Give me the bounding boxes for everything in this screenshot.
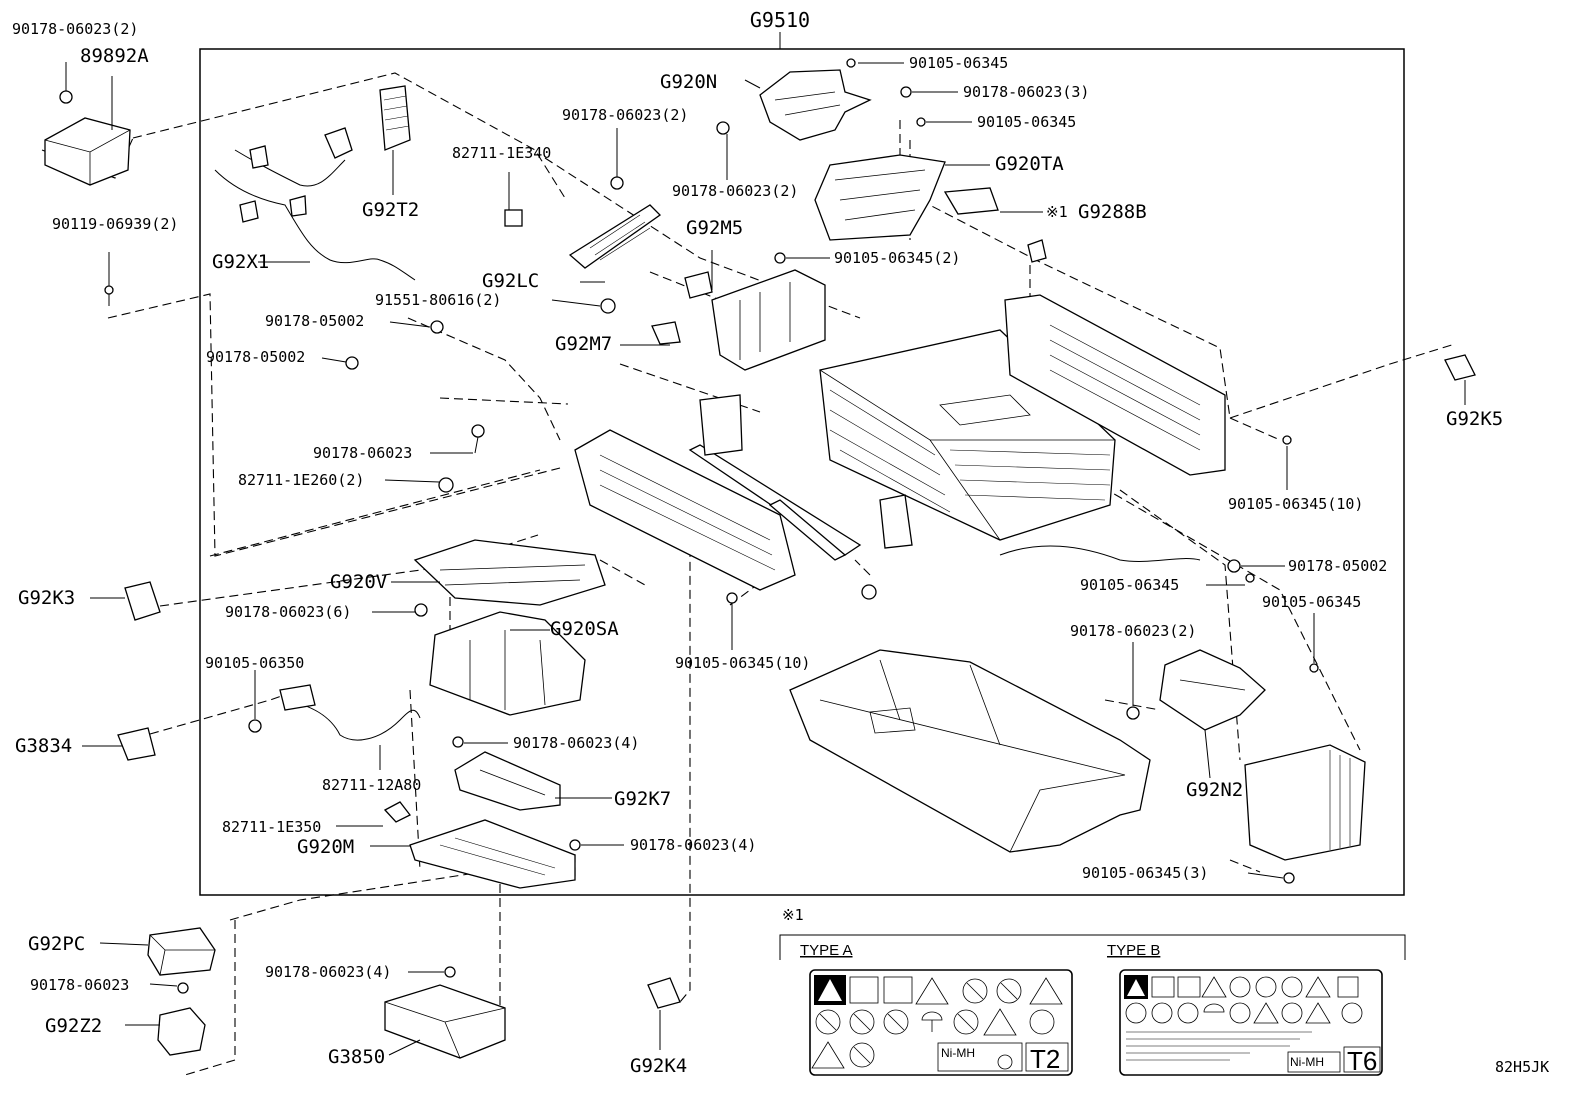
label-90178-05002-a: 90178-05002 bbox=[265, 312, 364, 330]
type-b-card bbox=[1119, 969, 1383, 1076]
nut-91551-icon bbox=[600, 298, 616, 314]
label-nut-2-top: 90178-06023(2) bbox=[562, 106, 688, 124]
bracket-g3834 bbox=[117, 684, 421, 761]
label-82711-12a80: 82711-12A80 bbox=[322, 776, 421, 794]
plate-g920m bbox=[409, 819, 576, 889]
type-b-code: T6 bbox=[1347, 1046, 1377, 1076]
connector-g92t2 bbox=[379, 85, 411, 151]
warning-label-legend: ※1 TYPE A TYPE B Ni-MH T bbox=[779, 906, 1406, 1076]
label-g92t2: G92T2 bbox=[362, 199, 419, 221]
label-g9288b bbox=[943, 187, 999, 215]
label-90105-06345-r1: 90105-06345 bbox=[1080, 576, 1179, 594]
type-a-symbols bbox=[811, 975, 1063, 1069]
label-90105-06345-2: 90105-06345(2) bbox=[834, 249, 960, 267]
label-90105-06345-10-right: 90105-06345(10) bbox=[1228, 495, 1363, 513]
label-90178-06023-bottom: 90178-06023 bbox=[30, 976, 129, 994]
end-plate-right bbox=[1004, 239, 1226, 476]
label-82711-1e260: 82711-1E260(2) bbox=[238, 471, 364, 489]
label-g92k7: G92K7 bbox=[614, 788, 671, 810]
label-g92n2: G92N2 bbox=[1186, 779, 1243, 801]
label-g920sa: G920SA bbox=[550, 618, 619, 640]
label-90178-06023-single: 90178-06023 bbox=[313, 444, 412, 462]
label-g920n: G920N bbox=[660, 71, 717, 93]
label-90105-06345-r2: 90105-06345 bbox=[1262, 593, 1361, 611]
label-g92lc: G92LC bbox=[482, 270, 539, 292]
label-g3850: G3850 bbox=[328, 1046, 385, 1068]
wire-harness-g92x1 bbox=[214, 127, 416, 281]
label-82711-1e350: 82711-1E350 bbox=[222, 818, 321, 836]
bracket-g92m5 bbox=[684, 269, 826, 371]
label-g920v: G920V bbox=[330, 571, 387, 593]
label-90105-06345-10-center: 90105-06345(10) bbox=[675, 654, 810, 672]
plate-g92m7 bbox=[651, 321, 681, 345]
assembly-title: G9510 bbox=[750, 8, 810, 32]
legend-type-b: TYPE B bbox=[1107, 942, 1160, 959]
bracket-g92k3 bbox=[124, 581, 161, 621]
label-91551-80616: 91551-80616(2) bbox=[375, 291, 501, 309]
label-g92pc: G92PC bbox=[28, 933, 85, 955]
relay-g92pc bbox=[147, 927, 216, 976]
ecu-box-89892a bbox=[44, 90, 131, 186]
bracket-right-lower bbox=[1244, 744, 1366, 861]
bracket-g920sa bbox=[429, 611, 586, 716]
label-90105-06350: 90105-06350 bbox=[205, 654, 304, 672]
label-g9288b: G9288B bbox=[1078, 201, 1147, 223]
type-a-chem: Ni-MH bbox=[941, 1046, 975, 1060]
end-plate-left bbox=[574, 394, 913, 591]
figure-code: 82H5JK bbox=[1495, 1058, 1549, 1076]
label-89892a: 89892A bbox=[80, 45, 149, 67]
label-90178-06023-4-b: 90178-06023(4) bbox=[630, 836, 756, 854]
assembly-frame bbox=[199, 48, 1405, 896]
bracket-g92k7 bbox=[454, 751, 561, 811]
label-g92k5: G92K5 bbox=[1446, 408, 1503, 430]
label-82711-1e340: 82711-1E340 bbox=[452, 144, 551, 162]
label-g92k3: G92K3 bbox=[18, 587, 75, 609]
bracket-g92k4 bbox=[647, 977, 681, 1009]
type-b-symbols bbox=[1124, 975, 1363, 1061]
label-g920ta: G920TA bbox=[995, 153, 1064, 175]
label-90178-06023-4-a: 90178-06023(4) bbox=[513, 734, 639, 752]
label-top-left-washer: 90178-06023(2) bbox=[12, 20, 138, 38]
sensor-g92z2 bbox=[157, 982, 206, 1056]
label-90178-05002-right: 90178-05002 bbox=[1288, 557, 1387, 575]
bracket-g920ta bbox=[814, 154, 946, 241]
clip-82711-1e350-icon bbox=[383, 801, 411, 823]
lower-tray bbox=[789, 649, 1151, 853]
note-mark: ※1 bbox=[1046, 203, 1068, 221]
label-90105-06345-mid: 90105-06345 bbox=[977, 113, 1076, 131]
fasteners bbox=[104, 58, 1319, 884]
legend-type-a: TYPE A bbox=[800, 942, 853, 959]
bracket-g92lc bbox=[504, 204, 662, 269]
label-90178-06023-4-c: 90178-06023(4) bbox=[265, 963, 391, 981]
label-90105-06345-3: 90105-06345(3) bbox=[1082, 864, 1208, 882]
label-90178-06023-3: 90178-06023(3) bbox=[963, 83, 1089, 101]
bracket-g92k5 bbox=[1444, 354, 1476, 381]
label-g92m5: G92M5 bbox=[686, 217, 743, 239]
cover-g92n2 bbox=[1159, 649, 1266, 731]
label-g92k4: G92K4 bbox=[630, 1055, 687, 1077]
label-90105-06345-top: 90105-06345 bbox=[909, 54, 1008, 72]
leader-lines bbox=[65, 62, 1466, 1056]
type-a-card bbox=[809, 969, 1073, 1076]
label-g3834: G3834 bbox=[15, 735, 72, 757]
label-90119-06939: 90119-06939(2) bbox=[52, 215, 178, 233]
label-g92x1: G92X1 bbox=[212, 251, 269, 273]
type-a-code: T2 bbox=[1030, 1044, 1060, 1074]
label-g92z2: G92Z2 bbox=[45, 1015, 102, 1037]
label-90178-06023-2-mid: 90178-06023(2) bbox=[672, 182, 798, 200]
block-g3850 bbox=[384, 966, 506, 1059]
type-b-chem: Ni-MH bbox=[1290, 1055, 1324, 1069]
label-90178-05002-b: 90178-05002 bbox=[206, 348, 305, 366]
label-g92m7: G92M7 bbox=[555, 333, 612, 355]
label-g920m: G920M bbox=[297, 836, 354, 858]
label-90178-06023-6: 90178-06023(6) bbox=[225, 603, 351, 621]
legend-note-mark: ※1 bbox=[782, 906, 804, 924]
label-90178-06023-2-right: 90178-06023(2) bbox=[1070, 622, 1196, 640]
cover-g920n bbox=[759, 69, 872, 141]
cover-g920v bbox=[413, 539, 606, 606]
